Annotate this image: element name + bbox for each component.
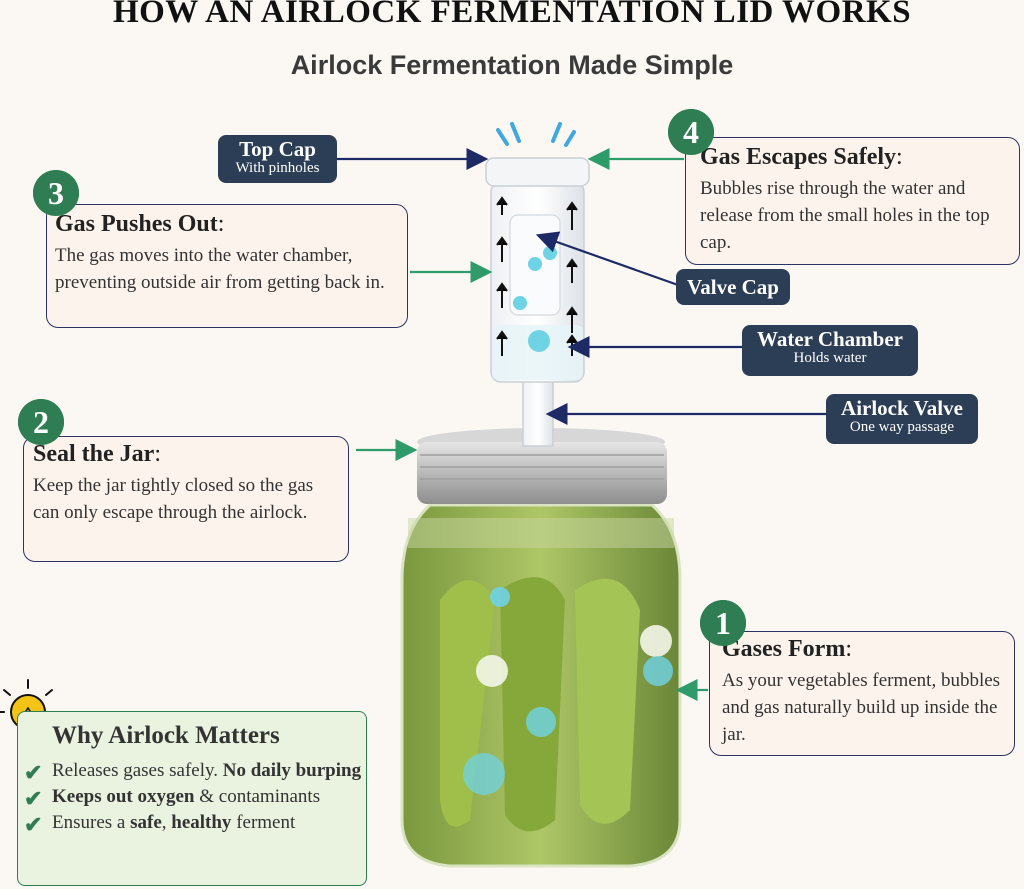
water-chamber-label-sub: Holds water bbox=[793, 350, 867, 366]
step-1-heading: Gases Form bbox=[722, 636, 846, 662]
escaping-gas-icon bbox=[496, 122, 576, 147]
bubble-icon bbox=[476, 655, 508, 687]
mason-jar bbox=[400, 503, 682, 868]
page-title: HOW AN AIRLOCK FERMENTATION LID WORKS bbox=[112, 0, 912, 30]
pickle bbox=[500, 577, 565, 832]
pickle bbox=[575, 578, 640, 824]
checkmark-icon: ✔ bbox=[24, 786, 43, 811]
airlock-valve-label: Airlock Valve One way passage bbox=[826, 394, 978, 444]
why-item: ✔Keeps out oxygen & contaminants bbox=[24, 786, 321, 811]
checkmark-icon: ✔ bbox=[24, 812, 43, 837]
bubble-icon bbox=[463, 753, 505, 795]
step-2-heading: Seal the Jar bbox=[33, 441, 155, 467]
step-3-panel: Gas Pushes Out: The gas moves into the w… bbox=[46, 204, 408, 328]
airlock-valve-label-sub: One way passage bbox=[849, 419, 955, 435]
bubble-icon bbox=[528, 257, 542, 271]
pickle bbox=[440, 580, 495, 827]
why-item: ✔Releases gases safely. No daily burping bbox=[24, 760, 362, 785]
step-4-text: Bubbles rise through the water and relea… bbox=[700, 178, 990, 253]
step-1-badge-front: 1 bbox=[700, 600, 746, 646]
bubble-icon bbox=[490, 587, 510, 607]
why-airlock-panel: Why Airlock Matters ✔Releases gases safe… bbox=[17, 711, 367, 886]
step-4-badge-front: 4 bbox=[668, 109, 714, 155]
airlock-valve-label-main: Airlock Valve bbox=[841, 396, 963, 420]
valve-cap-label-main: Valve Cap bbox=[687, 275, 779, 299]
step-3-text: The gas moves into the water chamber, pr… bbox=[55, 245, 385, 293]
top-cap-label-sub: With pinholes bbox=[235, 160, 320, 176]
step-3-badge-front: 3 bbox=[33, 170, 79, 216]
step-4-heading: Gas Escapes Safely bbox=[700, 144, 897, 170]
arrow-up-icon bbox=[496, 196, 578, 356]
step-2-panel: Seal the Jar: Keep the jar tightly close… bbox=[23, 436, 349, 562]
water-chamber-label: Water Chamber Holds water bbox=[742, 325, 918, 376]
valve-cap-arrow bbox=[535, 231, 679, 287]
water-chamber-label-main: Water Chamber bbox=[756, 327, 903, 351]
bubble-icon bbox=[643, 656, 673, 686]
bubble-icon bbox=[526, 707, 556, 737]
bubble-icon bbox=[528, 330, 550, 352]
checkmark-icon: ✔ bbox=[24, 760, 43, 785]
why-item: ✔Ensures a safe, healthy ferment bbox=[24, 812, 296, 837]
step-2-badge-front: 2 bbox=[18, 399, 64, 445]
why-heading: Why Airlock Matters bbox=[52, 722, 280, 749]
step-1-text: As your vegetables ferment, bubbles and … bbox=[722, 670, 1001, 745]
top-cap-label-main: Top Cap bbox=[239, 137, 316, 161]
step-4-panel: Gas Escapes Safely: Bubbles rise through… bbox=[685, 137, 1020, 265]
airlock-chamber bbox=[485, 122, 590, 383]
top-cap-label: Top Cap With pinholes bbox=[218, 135, 337, 183]
bubble-icon bbox=[513, 296, 527, 310]
why-list: ✔Releases gases safely. No daily burping… bbox=[24, 758, 366, 837]
step-1-panel: Gases Form: As your vegetables ferment, … bbox=[709, 631, 1015, 756]
bubble-icon bbox=[640, 625, 672, 657]
valve-cap-label: Valve Cap bbox=[676, 269, 790, 305]
airlock-stem bbox=[522, 377, 554, 447]
step-2-text: Keep the jar tightly closed so the gas c… bbox=[33, 475, 314, 523]
step-3-heading: Gas Pushes Out bbox=[55, 211, 218, 237]
page-subtitle: Airlock Fermentation Made Simple bbox=[290, 50, 734, 80]
bubble-icon bbox=[543, 246, 557, 260]
